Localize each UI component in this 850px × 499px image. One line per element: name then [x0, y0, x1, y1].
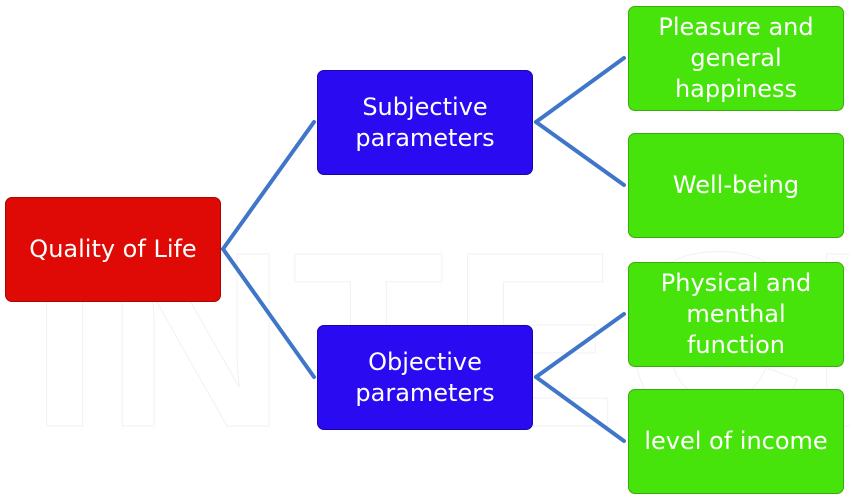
- node-well-being: Well-being: [628, 133, 844, 238]
- node-subjective-parameters-label: Subjective parameters: [355, 92, 495, 152]
- connector-subjective-wellbeing: [534, 120, 626, 187]
- connector-root-subjective: [221, 120, 316, 251]
- node-physical-mental-function-label: Physical and menthal function: [660, 269, 812, 359]
- connector-objective-income: [534, 375, 626, 443]
- node-quality-of-life-label: Quality of Life: [29, 235, 197, 263]
- connector-root-objective: [221, 247, 316, 379]
- node-pleasure-happiness: Pleasure and general happiness: [628, 6, 844, 111]
- node-subjective-parameters: Subjective parameters: [317, 70, 533, 175]
- node-objective-parameters-label: Objective parameters: [355, 347, 495, 407]
- node-quality-of-life: Quality of Life: [5, 197, 221, 302]
- node-well-being-label: Well-being: [672, 171, 800, 199]
- node-level-of-income: level of income: [628, 389, 844, 494]
- node-level-of-income-label: level of income: [644, 427, 828, 455]
- node-physical-mental-function: Physical and menthal function: [628, 262, 844, 367]
- node-objective-parameters: Objective parameters: [317, 325, 533, 430]
- connector-subjective-pleasure: [534, 56, 626, 124]
- node-pleasure-happiness-label: Pleasure and general happiness: [658, 13, 814, 103]
- connector-objective-physical: [534, 312, 626, 379]
